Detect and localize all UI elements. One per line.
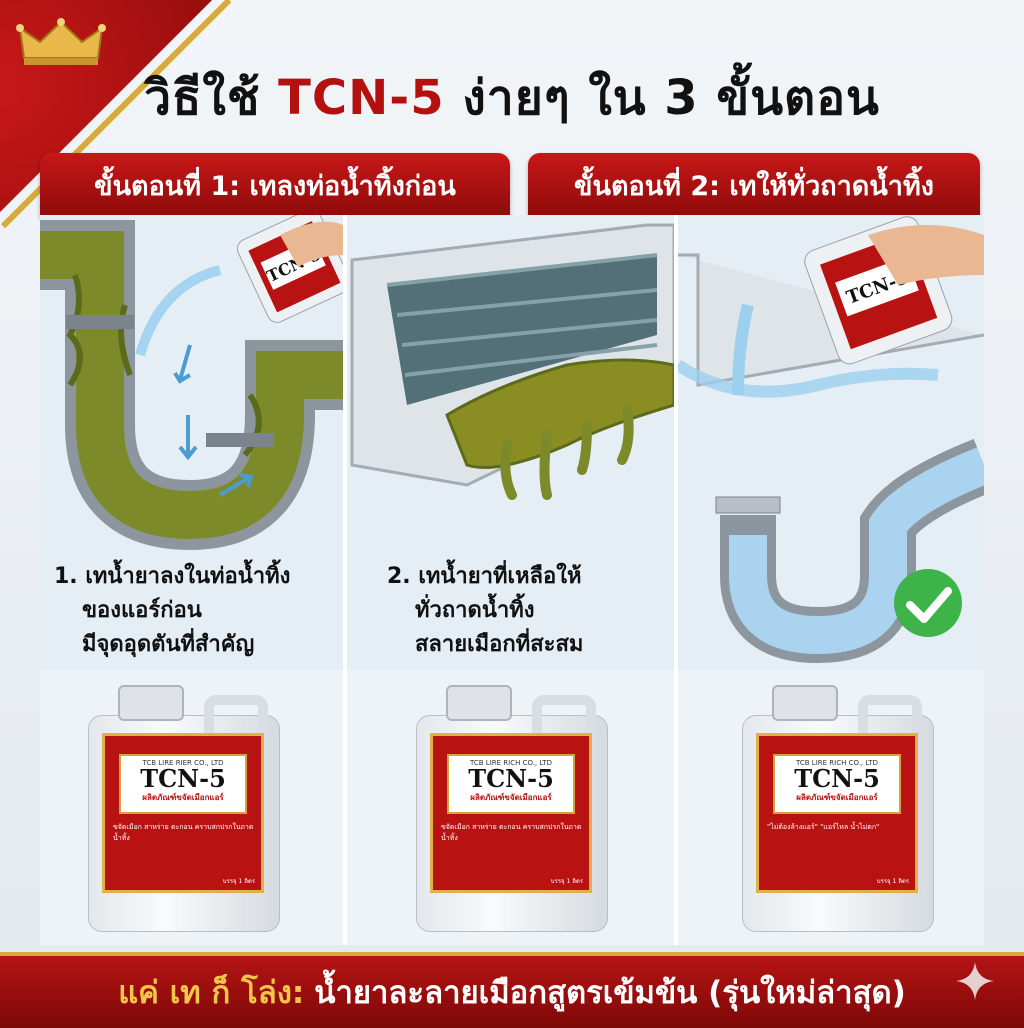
panel-step-1: TCN-5 1. เทน้ำยาลงในท่อน้ำทิ้ง ของแอร์ก่… bbox=[40, 215, 343, 945]
banner-highlight: แค่ เท ก็ โล่ง: bbox=[118, 975, 305, 1011]
banner-text: น้ำยาละลายเมือกสูตรเข้มข้น (รุ่นใหม่ล่าส… bbox=[314, 975, 906, 1011]
product-bottle: TCB LIRE RICH CO., LTD TCN-5 ผลิตภัณฑ์ขจ… bbox=[416, 685, 608, 932]
bottom-banner: แค่ เท ก็ โล่ง: น้ำยาละลายเมือกสูตรเข้มข… bbox=[0, 952, 1024, 1028]
bottle-brand: TCN-5 bbox=[468, 764, 554, 793]
clean-pipe-illustration: TCN-5 bbox=[678, 215, 984, 670]
product-bottle: TCB LIRE RIER CO., LTD TCN-5 ผลิตภัณฑ์ขจ… bbox=[88, 685, 280, 932]
product-bottle: TCB LIRE RICH CO., LTD TCN-5 ผลิตภัณฑ์ขจ… bbox=[742, 685, 934, 932]
panel-divider bbox=[674, 215, 678, 945]
panel-step-2: 2. เทน้ำยาที่เหลือให้ ทั่วถาดน้ำทิ้ง สลา… bbox=[347, 215, 674, 945]
bottle-brand: TCN-5 bbox=[794, 764, 880, 793]
panel-divider bbox=[343, 215, 347, 945]
panel-step-3: TCN-5 bbox=[678, 215, 984, 945]
check-icon bbox=[894, 569, 962, 637]
step-2-caption: 2. เทน้ำยาที่เหลือให้ ทั่วถาดน้ำทิ้ง สลา… bbox=[387, 564, 584, 657]
step-2-tab: ขั้นตอนที่ 2: เทให้ทั่วถาดน้ำทิ้ง bbox=[528, 153, 980, 217]
crown-icon bbox=[16, 18, 106, 65]
title-brand: TCN-5 bbox=[278, 70, 445, 126]
page-title: วิธีใช้ TCN-5 ง่ายๆ ใน 3 ขั้นตอน bbox=[144, 70, 880, 126]
step-1-caption: 1. เทน้ำยาลงในท่อน้ำทิ้ง ของแอร์ก่อน มีจ… bbox=[54, 564, 291, 657]
sparkle-icon bbox=[956, 962, 994, 1000]
bottle-brand: TCN-5 bbox=[140, 764, 226, 793]
drain-pipe-illustration: TCN-5 bbox=[40, 215, 343, 670]
step-1-tab: ขั้นตอนที่ 1: เทลงท่อน้ำทิ้งก่อน bbox=[40, 153, 510, 217]
aircon-tray-illustration bbox=[347, 215, 674, 670]
